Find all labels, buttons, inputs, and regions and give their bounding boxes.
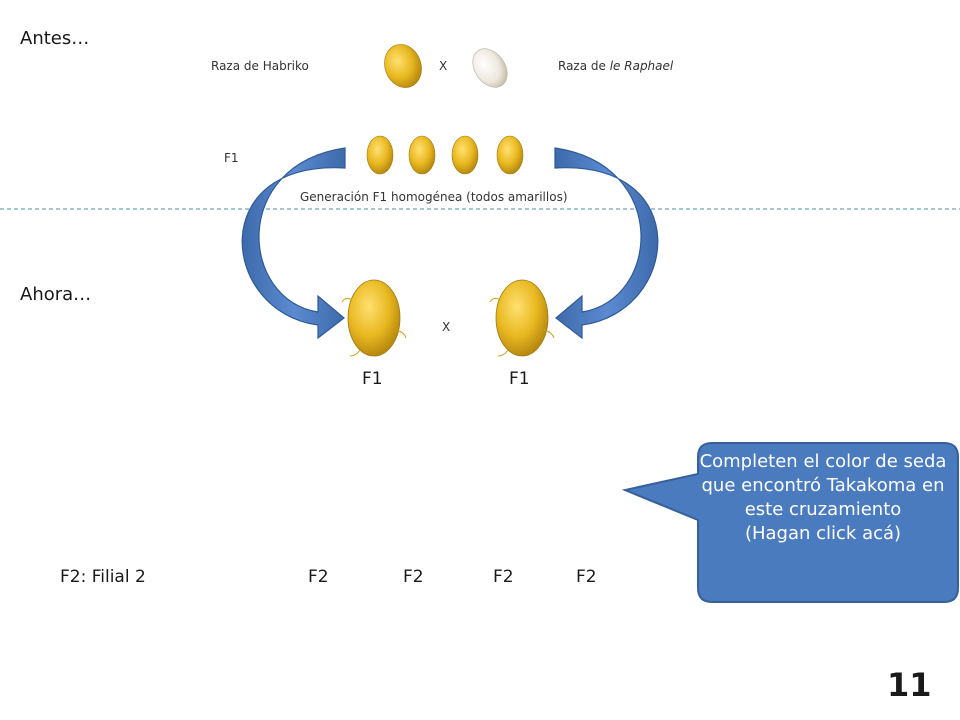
cross-symbol-now: X <box>442 320 451 334</box>
f1-cocoon <box>496 135 524 175</box>
right-curved-arrow <box>554 147 659 340</box>
f2-slot[interactable]: F2 <box>308 567 329 587</box>
f1-cocoon <box>408 135 436 175</box>
parent-left-label: F1 <box>362 369 383 389</box>
f2-slot[interactable]: F2 <box>576 567 597 587</box>
f1-caption: Generación F1 homogénea (todos amarillos… <box>300 190 568 204</box>
breed-left-label: Raza de Habriko <box>211 59 309 73</box>
now-heading: Ahora… <box>20 284 92 305</box>
cocoon-habriko <box>384 44 422 88</box>
cocoon-le-raphael <box>472 48 508 88</box>
slide-number: 11 <box>887 666 932 704</box>
f2-label: F2: Filial 2 <box>60 567 146 587</box>
breed-right-name: le Raphael <box>609 59 674 73</box>
f1-cocoon <box>451 135 479 175</box>
f2-slot[interactable]: F2 <box>403 567 424 587</box>
before-heading: Antes… <box>20 28 90 49</box>
callout-text: Completen el color de seda que encontró … <box>699 451 947 544</box>
breed-right-label: Raza de le Raphael <box>558 59 674 73</box>
f1-parent-right <box>489 279 555 357</box>
left-curved-arrow <box>241 147 346 340</box>
callout-bubble <box>621 442 959 603</box>
f1-parent-left <box>341 279 407 357</box>
f1-cocoon-row <box>366 135 524 175</box>
parent-right-label: F1 <box>509 369 530 389</box>
f1-cocoon <box>366 135 394 175</box>
f2-slot[interactable]: F2 <box>493 567 514 587</box>
f1-label: F1 <box>224 151 239 165</box>
callout-button[interactable]: Completen el color de seda que encontró … <box>698 450 948 546</box>
cross-symbol: X <box>439 59 448 73</box>
